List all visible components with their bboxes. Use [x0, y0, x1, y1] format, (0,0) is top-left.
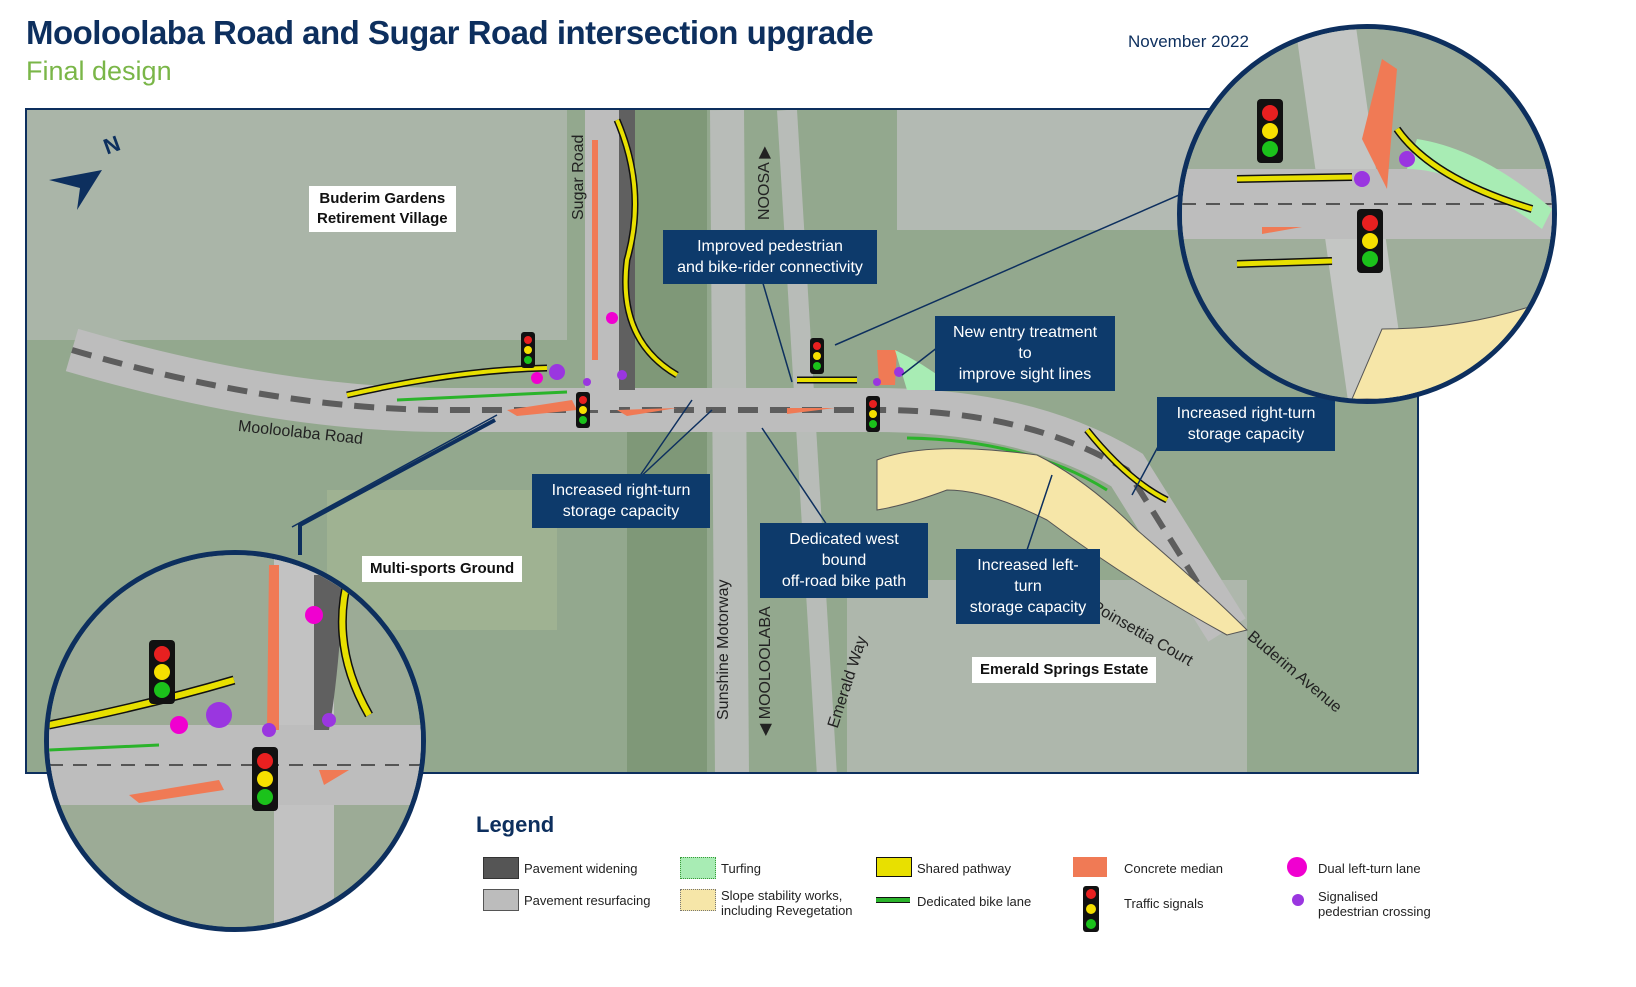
legend-traffic-signal-icon — [1083, 886, 1099, 932]
legend-shared-pathway: Shared pathway — [917, 861, 1011, 876]
page-subtitle: Final design — [26, 56, 172, 86]
legend-bike-lane: Dedicated bike lane — [917, 894, 1032, 909]
legend-pavement-widening: Pavement widening — [524, 861, 638, 876]
legend-turfing: Turfing — [721, 861, 761, 876]
legend-title: Legend — [476, 812, 555, 837]
place-multi-sports: Multi-sports Ground — [362, 556, 523, 582]
legend-pavement-resurfacing: Pavement resurfacing — [524, 893, 651, 908]
callout-left-turn-line1: Increased left-turn — [977, 557, 1079, 595]
inset-east-intersection — [1177, 24, 1557, 404]
callout-entry-line2: improve sight lines — [958, 366, 1092, 383]
callout-bike-path: Dedicated west bound off-road bike path — [760, 523, 928, 598]
legend-swatch-turfing — [680, 857, 716, 879]
callout-left-turn: Increased left-turn storage capacity — [956, 549, 1100, 624]
legend-ped-crossing-line2: pedestrian crossing — [1318, 904, 1431, 919]
legend-concrete-median: Concrete median — [1124, 861, 1223, 876]
callout-right-turn-mid-line1: Increased right-turn — [551, 482, 691, 499]
place-buderim-gardens-line2: Retirement Village — [317, 210, 448, 227]
legend-ped-crossing-line1: Signalised — [1318, 889, 1378, 904]
callout-right-turn-east-line2: storage capacity — [1187, 426, 1305, 443]
place-buderim-gardens-line1: Buderim Gardens — [319, 190, 446, 207]
legend-swatch-ped-crossing — [1292, 894, 1304, 906]
callout-right-turn-mid: Increased right-turn storage capacity — [532, 474, 710, 528]
inset-east-graphics — [1182, 29, 1552, 399]
legend-swatch-dual-left — [1287, 857, 1307, 877]
legend-slope-line1: Slope stability works, — [721, 888, 843, 903]
legend-swatch-pavement-widening — [483, 857, 519, 879]
place-buderim-gardens: Buderim Gardens Retirement Village — [309, 186, 456, 232]
callout-ped-bike: Improved pedestrian and bike-rider conne… — [663, 230, 877, 284]
inset-west-graphics — [49, 555, 421, 927]
callout-right-turn-east-line1: Increased right-turn — [1176, 405, 1316, 422]
inset-west-intersection — [44, 550, 426, 932]
callout-bike-path-line2: off-road bike path — [781, 573, 907, 590]
callout-left-turn-line2: storage capacity — [969, 599, 1087, 616]
callout-ped-bike-line1: Improved pedestrian — [697, 238, 843, 255]
callout-entry: New entry treatment to improve sight lin… — [935, 316, 1115, 391]
callout-entry-line1: New entry treatment to — [952, 324, 1098, 362]
legend-dual-left: Dual left-turn lane — [1318, 861, 1421, 876]
legend-slope-line2: including Revegetation — [721, 903, 853, 918]
callout-right-turn-mid-line2: storage capacity — [562, 503, 680, 520]
legend-slope: Slope stability works, including Reveget… — [721, 888, 853, 918]
legend-traffic-signals: Traffic signals — [1124, 896, 1204, 911]
legend-swatch-concrete-median — [1073, 857, 1107, 877]
publication-date: November 2022 — [1128, 32, 1249, 51]
callout-ped-bike-line2: and bike-rider connectivity — [677, 259, 863, 276]
legend-swatch-bike-lane — [876, 897, 910, 903]
callout-bike-path-line1: Dedicated west bound — [789, 531, 899, 569]
legend-swatch-pavement-resurfacing — [483, 889, 519, 911]
callout-right-turn-east: Increased right-turn storage capacity — [1157, 397, 1335, 451]
legend-swatch-slope — [680, 889, 716, 911]
north-arrow-icon — [49, 170, 102, 210]
page-title: Mooloolaba Road and Sugar Road intersect… — [26, 14, 874, 51]
legend-swatch-shared-pathway — [876, 857, 912, 877]
legend-ped-crossing: Signalised pedestrian crossing — [1318, 889, 1431, 919]
place-emerald-springs: Emerald Springs Estate — [972, 657, 1157, 683]
